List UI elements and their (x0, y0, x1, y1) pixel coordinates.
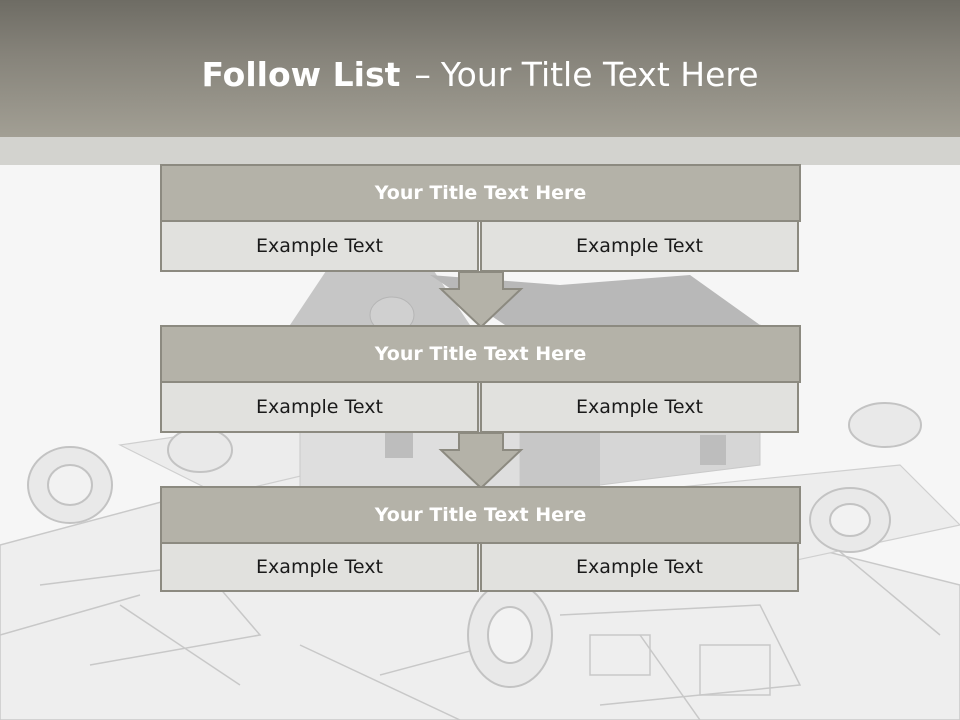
block-cell-left: Example Text (160, 220, 479, 272)
block-title: Your Title Text Here (160, 164, 801, 222)
list-block: Your Title Text Here Example Text Exampl… (160, 164, 801, 272)
block-cell-right: Example Text (480, 542, 799, 592)
page-title: Follow List–Your Title Text Here (0, 52, 960, 98)
block-cell-right: Example Text (480, 220, 799, 272)
title-strong: Follow List (201, 55, 401, 94)
block-cell-right: Example Text (480, 381, 799, 433)
title-separator: – (414, 55, 431, 94)
title-bar (0, 0, 960, 137)
down-arrow-icon (438, 271, 524, 329)
block-title: Your Title Text Here (160, 486, 801, 544)
block-cell-left: Example Text (160, 381, 479, 433)
list-block: Your Title Text Here Example Text Exampl… (160, 325, 801, 433)
block-title: Your Title Text Here (160, 325, 801, 383)
down-arrow-icon (438, 432, 524, 490)
list-block: Your Title Text Here Example Text Exampl… (160, 486, 801, 592)
title-bar-strip (0, 137, 960, 165)
title-rest: Your Title Text Here (440, 55, 759, 94)
block-cell-left: Example Text (160, 542, 479, 592)
